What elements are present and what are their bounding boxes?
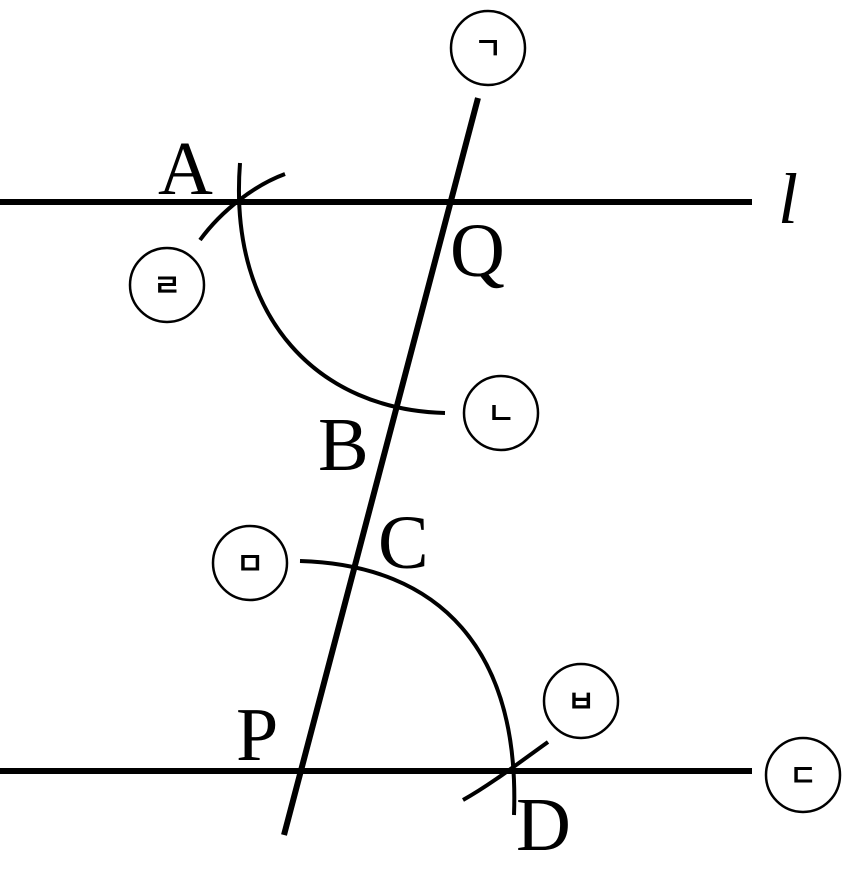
label-point-q: Q [450,209,505,293]
label-point-d: D [516,783,571,867]
svg-text:ㄱ: ㄱ [474,32,502,67]
step-marker-1: ㄱ [449,9,527,87]
svg-text:ㄹ: ㄹ [153,269,181,304]
label-point-a: A [158,127,213,211]
step-marker-6: ㅂ [542,662,620,740]
step-marker-2: ㄴ [462,374,540,452]
svg-text:ㅁ: ㅁ [236,547,264,582]
step-marker-3: ㄷ [764,736,842,814]
svg-text:ㄴ: ㄴ [487,397,515,432]
arc-centered-p [299,559,517,816]
label-point-b: B [318,403,369,487]
arc-centered-q [236,162,446,415]
svg-text:ㅂ: ㅂ [567,685,595,720]
step-marker-4: ㄹ [128,246,206,324]
step-marker-5: ㅁ [211,524,289,602]
arc-cross-at-d [462,740,550,802]
label-point-c: C [378,501,429,585]
arc-cross-at-a [198,172,286,242]
svg-text:ㄷ: ㄷ [789,759,817,794]
transversal-pq [281,97,481,836]
label-point-p: P [236,693,278,777]
label-line-l: l [778,159,798,239]
